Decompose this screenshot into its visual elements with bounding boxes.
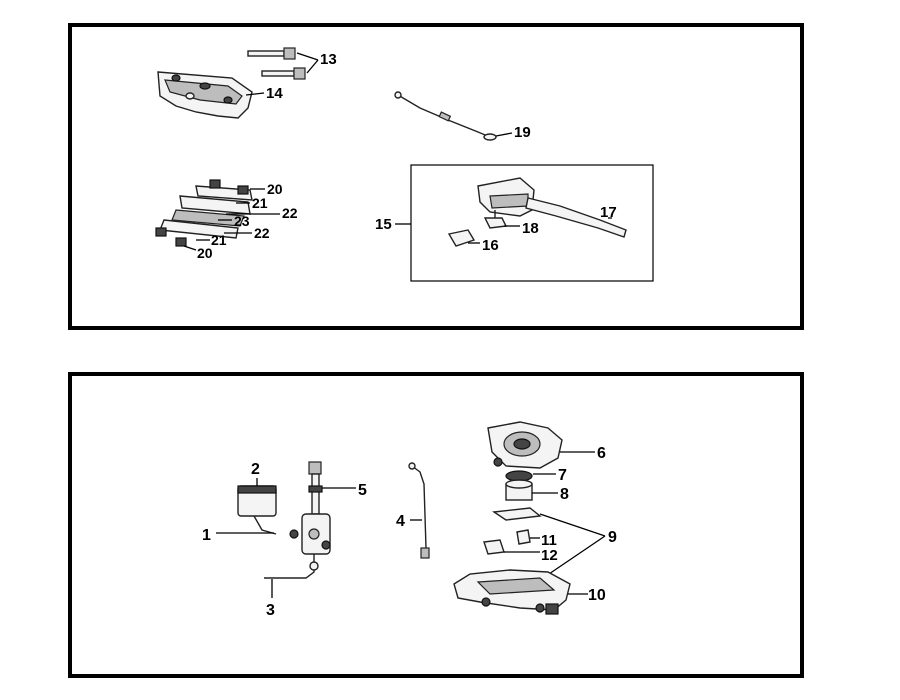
callout-11: 11 [541, 532, 557, 549]
part-6-caliper [487, 421, 563, 469]
callout-13: 13 [320, 51, 337, 68]
part-19-sensor-wire [394, 91, 497, 141]
callout-14: 14 [266, 85, 283, 102]
leader-9 [539, 513, 606, 577]
top-panel-frame [68, 23, 804, 330]
part-12-pin [483, 539, 505, 555]
callout-5: 5 [358, 482, 367, 499]
callout-21-bottom: 21 [211, 232, 227, 248]
callout-6: 6 [597, 445, 606, 462]
part-3-brake-line [264, 554, 319, 579]
part-13-bolts [247, 47, 306, 80]
callout-3: 3 [266, 602, 275, 619]
part-5-master-cylinder [289, 461, 331, 555]
part-15-assembly-box [410, 164, 654, 282]
leaders-20-23 [183, 188, 280, 251]
parts-20-23-brake-pads [155, 179, 253, 247]
callout-20-bottom: 20 [197, 245, 213, 261]
callout-9: 9 [608, 529, 617, 546]
part-8-piston [505, 479, 533, 501]
callout-8: 8 [560, 486, 569, 503]
callout-2: 2 [251, 461, 260, 478]
callout-18: 18 [522, 220, 539, 237]
bottom-panel-frame [68, 372, 804, 678]
part-14-caliper-bracket [157, 71, 253, 119]
callout-1: 1 [202, 527, 211, 544]
top-panel: 13 14 19 [68, 23, 804, 330]
callout-20-top: 20 [267, 181, 283, 197]
part-16-clip [447, 229, 476, 247]
callout-12: 12 [541, 547, 558, 564]
part-4-brake-hose [408, 462, 430, 559]
callout-23: 23 [234, 213, 250, 229]
part-2-reservoir [237, 485, 277, 535]
callout-21-top: 21 [252, 195, 268, 211]
callout-17: 17 [600, 204, 617, 221]
callout-22-top: 22 [282, 205, 298, 221]
callout-16: 16 [482, 237, 499, 254]
leader-13 [296, 52, 319, 74]
leader-19 [495, 132, 513, 137]
callout-10: 10 [588, 587, 606, 604]
part-9-pad-spring [492, 507, 542, 521]
part-11-clip [516, 529, 531, 545]
callout-4: 4 [396, 513, 405, 530]
part-10-caliper-bracket [453, 569, 571, 615]
part-17-brake-lever [477, 177, 627, 238]
callout-15: 15 [375, 216, 392, 233]
leader-14 [245, 92, 265, 96]
callout-22-bottom: 22 [254, 225, 270, 241]
callout-7: 7 [558, 467, 567, 484]
bottom-panel: 2 5 1 3 4 [68, 372, 804, 678]
callout-19: 19 [514, 124, 531, 141]
